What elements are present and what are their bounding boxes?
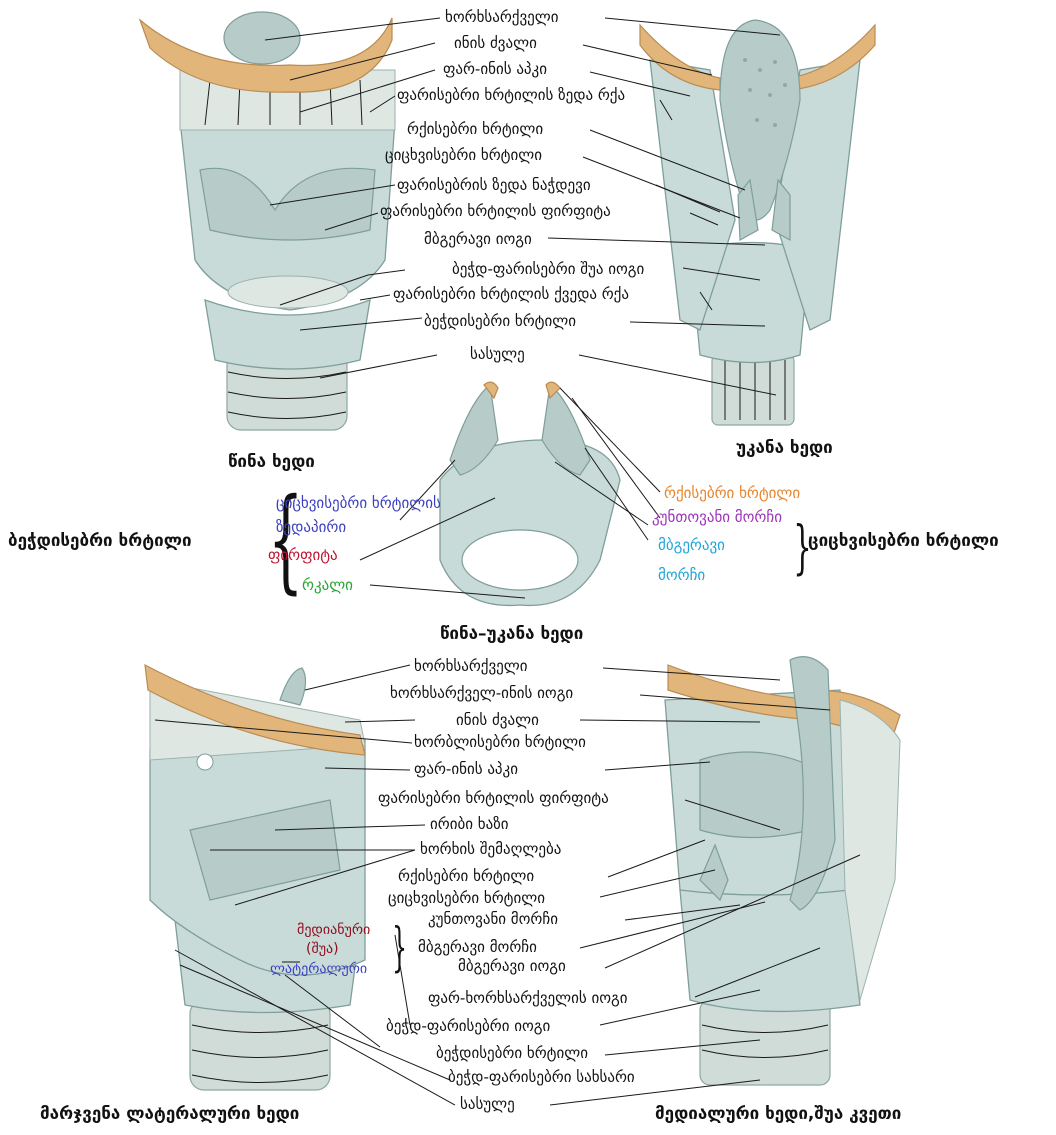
label-cricothyroid-joint: ბეჭდ-ფარისებრი სახსარი <box>448 1068 635 1086</box>
label-thyrohyoid-membrane-top: ფარ-ინის აპკი <box>443 60 547 78</box>
label-epiglottis-bottom: ხორხსარქველი <box>414 657 528 675</box>
label-superior-horn-top: ფარისებრი ხრტილის ზედა რქა <box>397 86 625 104</box>
label-vocal-ligament-bottom: მბგერავი იოგი <box>458 957 566 975</box>
group-title-cricoid: ბეჭდისებრი ხრტილი <box>8 531 192 551</box>
label-arytenoid-bottom: ციცხვისებრი ხრტილი <box>388 889 545 907</box>
label-inferior-horn-top: ფარისებრი ხრტილის ქვედა რქა <box>393 285 629 303</box>
label-arytenoid-top: ციცხვისებრი ხრტილი <box>385 146 542 164</box>
label-arytenoid-articular: ციცხვისებრი ხრტილის <box>276 494 441 512</box>
label-vocal-ligament-top: მბგერავი იოგი <box>424 230 532 248</box>
label-vocal-process-bottom: მბგერავი მორჩი <box>418 938 537 956</box>
view-title-posterior: უკანა ხედი <box>736 438 833 458</box>
label-lateral-part: ლატერალური <box>270 960 367 978</box>
label-median-part: მედიანური <box>297 921 370 939</box>
label-cricoid-top: ბეჭდისებრი ხრტილი <box>424 312 576 330</box>
label-superior-notch-top: ფარისებრის ზედა ნაჭდევი <box>397 176 591 194</box>
label-hyoepiglottic: ხორხსარქველ-ინის იოგი <box>390 684 573 702</box>
label-hyoid-top: ინის ძვალი <box>454 34 537 52</box>
label-epiglottis-top: ხორხსარქველი <box>445 8 559 26</box>
label-cricothyroid-ligament: ბეჭდ-ფარისებრი იოგი <box>386 1017 550 1035</box>
label-cricoid-lamina: ფირფიტა <box>268 546 338 564</box>
view-title-anterior: წინა ხედი <box>228 452 315 472</box>
label-thyroid-lamina-top: ფარისებრი ხრტილის ფირფიტა <box>380 202 611 220</box>
posterior-view-illustration <box>640 20 875 425</box>
view-title-anteroposterior: წინა–უკანა ხედი <box>440 624 583 644</box>
label-oblique-line: ირიბი ხაზი <box>430 815 509 833</box>
label-cricoid-arch: რკალი <box>302 576 353 594</box>
view-title-medial: მედიალური ხედი,შუა კვეთი <box>655 1104 901 1124</box>
label-corniculate-top: რქისებრი ხრტილი <box>407 120 543 138</box>
label-trachea-top: სასულე <box>470 345 525 363</box>
group-title-arytenoid: ციცხვისებრი ხრტილი <box>808 531 999 551</box>
label-muscular-process-bottom: კუნთოვანი მორჩი <box>428 910 558 928</box>
label-thyroid-lamina-bottom: ფარისებრი ხრტილის ფირფიტა <box>378 789 609 807</box>
brace-bottom: } <box>392 922 407 974</box>
label-thyroepiglottic: ფარ-ხორხსარქველის იოგი <box>428 989 628 1007</box>
label-articular-surface: ზედაპირი <box>276 518 346 536</box>
label-process-mid: მორჩი <box>658 566 705 584</box>
label-corniculate-bottom: რქისებრი ხრტილი <box>398 867 534 885</box>
cricoid-arytenoid-illustration <box>440 382 620 605</box>
anterior-view-illustration <box>140 12 395 430</box>
label-vocal-mid: მბგერავი <box>658 536 725 554</box>
label-muscular-process-mid: კუნთოვანი მორჩი <box>652 508 782 526</box>
label-thyrohyoid-membrane-bottom: ფარ-ინის აპკი <box>414 760 518 778</box>
label-hyoid-bottom: ინის ძვალი <box>456 711 539 729</box>
label-trachea-bottom: სასულე <box>460 1095 515 1113</box>
label-median-paren: (შუა) <box>306 940 339 958</box>
label-triticeous: ხორბლისებრი ხრტილი <box>414 733 586 751</box>
view-title-right-lateral: მარჯვენა ლატერალური ხედი <box>40 1104 299 1124</box>
label-median-cricothyroid-top: ბეჭდ-ფარისებრი შუა იოგი <box>452 260 644 278</box>
label-cricoid-bottom: ბეჭდისებრი ხრტილი <box>436 1044 588 1062</box>
label-corniculate-mid: რქისებრი ხრტილი <box>664 484 800 502</box>
label-laryngeal-prominence: ხორხის შემაღლება <box>420 840 561 858</box>
